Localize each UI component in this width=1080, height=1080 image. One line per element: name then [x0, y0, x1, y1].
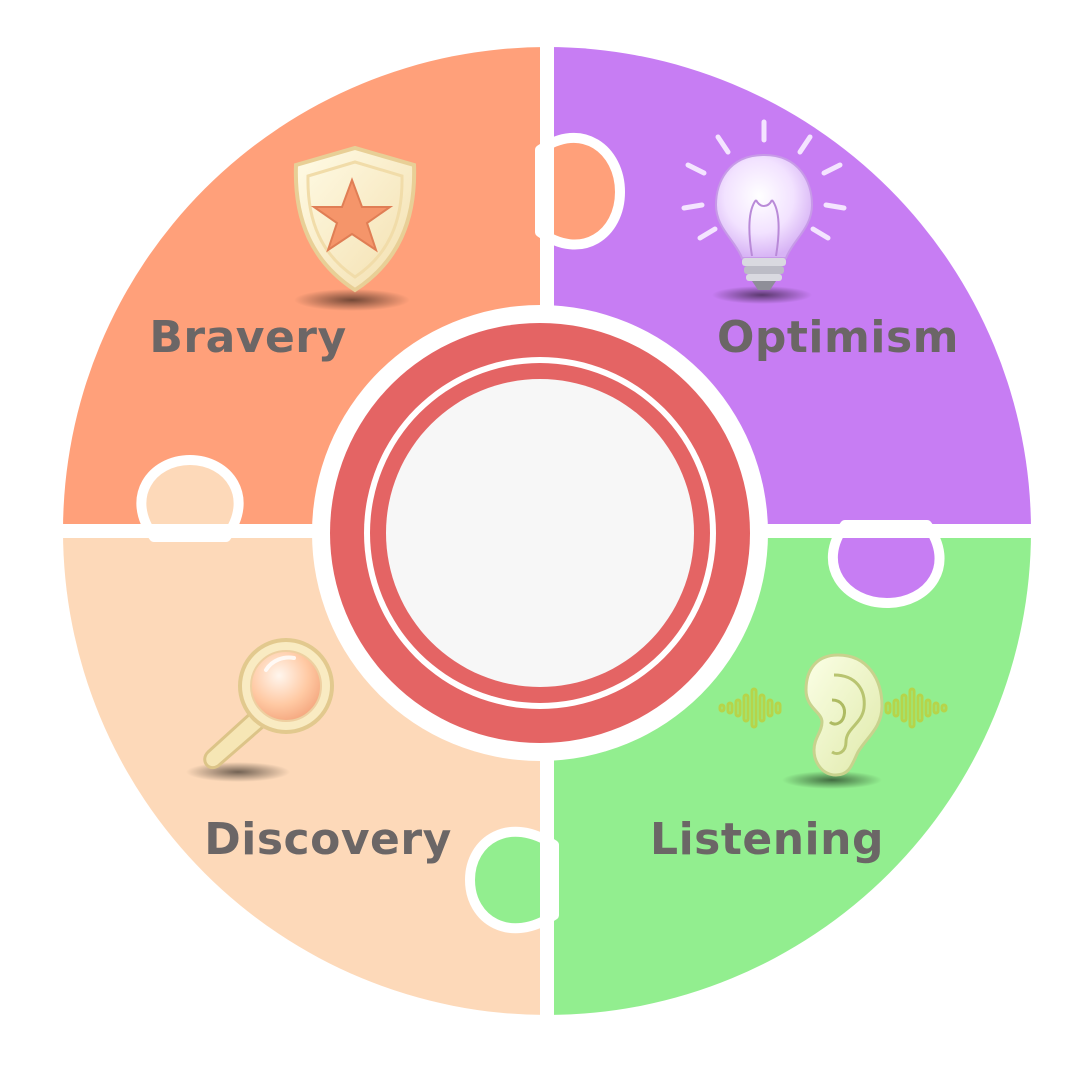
label-discovery: Discovery: [204, 814, 452, 865]
ear-sound-icon: [718, 653, 948, 789]
sound-wave-bar: [766, 698, 774, 718]
puzzle-tab-bravery: [535, 133, 625, 250]
sound-wave-bar: [726, 701, 734, 715]
sound-wave-bar: [940, 703, 948, 713]
puzzle-tab-optimism: [828, 520, 945, 608]
sound-wave-bar: [742, 693, 750, 723]
sound-wave-bar: [774, 701, 782, 715]
center-target: [312, 305, 768, 761]
sound-wave-bar: [750, 687, 758, 729]
label-listening: Listening: [650, 814, 884, 865]
sound-wave-bar: [884, 701, 892, 715]
label-optimism: Optimism: [717, 312, 959, 363]
puzzle-tab-listening: [465, 826, 559, 934]
sound-wave-bar: [734, 698, 742, 718]
lightbulb-icon: [681, 119, 847, 304]
magnifying-glass-icon: [186, 638, 334, 782]
sound-wave-bar: [900, 693, 908, 723]
sound-wave-bar: [916, 693, 924, 723]
sound-wave-bar: [758, 693, 766, 723]
sound-wave-bar: [932, 701, 940, 715]
sound-wave-bar: [908, 687, 916, 729]
puzzle-tab-discovery: [136, 455, 244, 542]
label-bravery: Bravery: [149, 312, 346, 363]
sound-wave-bar: [892, 698, 900, 718]
shield-star-icon: [293, 145, 417, 311]
sound-wave-bar: [924, 698, 932, 718]
sound-wave-bar: [718, 703, 726, 713]
